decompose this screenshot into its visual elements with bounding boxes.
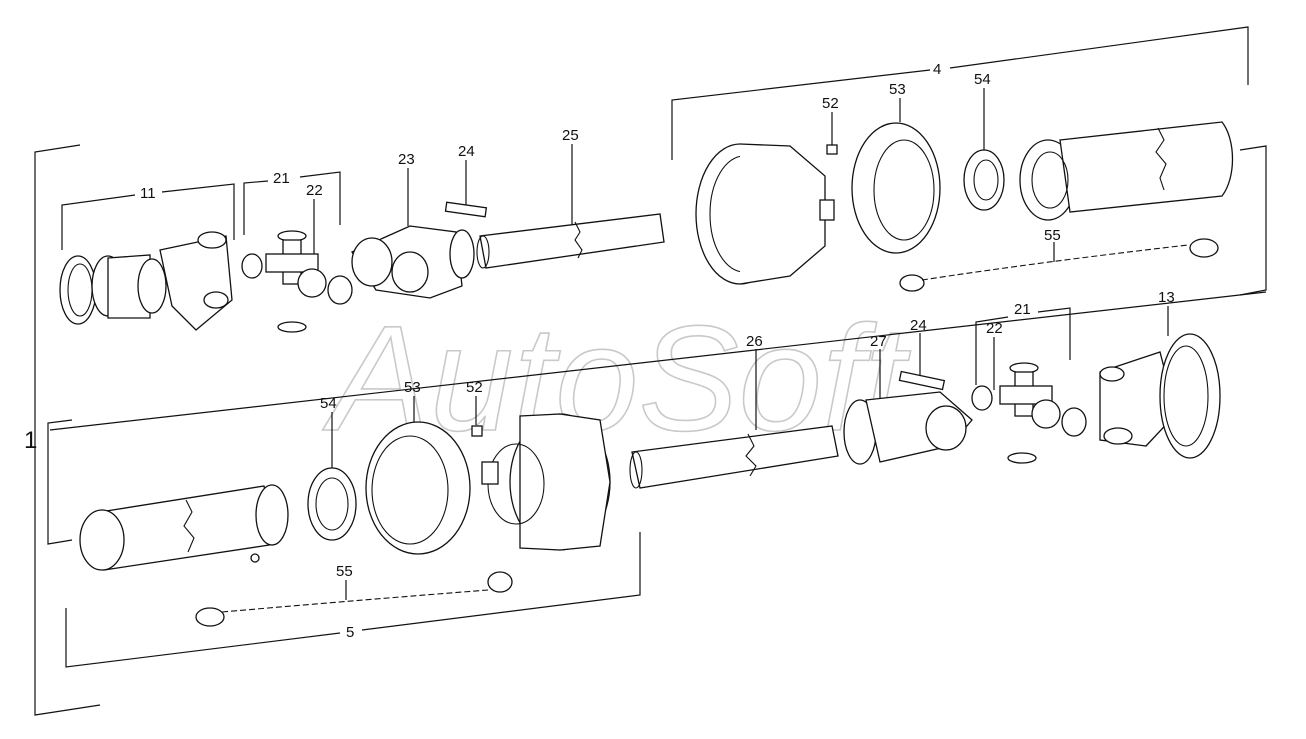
assembly-5-bracket [47,419,641,668]
label-53-top: 53 [889,81,906,98]
part-54-bearing-bottom [307,467,357,541]
callout-labels: 1 4 5 11 13 21 21 22 22 23 24 24 25 26 2… [24,61,1175,641]
part-27-yoke [843,391,973,465]
divider-line [49,291,1267,431]
label-52-bottom: 52 [466,379,483,396]
part-5-guard-cone [481,413,611,551]
part-24-pin-bottom [898,370,946,391]
label-22-top: 22 [306,182,323,199]
assembly-1-bracket [34,144,101,716]
part-53-ring-top [851,122,941,254]
part-52-screw-top [826,144,838,155]
part-54-bearing-top [963,149,1005,211]
assembly-4-bracket [671,26,1267,296]
leader-lines [313,88,1169,600]
label-22-bottom: 22 [986,320,1003,337]
label-26: 26 [746,333,763,350]
part-55-chain-top [899,238,1219,292]
part-21-cross-kit-bottom [971,362,1087,464]
label-13: 13 [1158,289,1175,306]
label-5: 5 [346,624,354,641]
part-53-ring-bottom [365,421,471,555]
part-21-top-bracket [243,171,341,235]
label-52-top: 52 [822,95,839,112]
label-11: 11 [140,185,156,202]
part-26-inner-tube [629,425,839,489]
label-54-top: 54 [974,71,991,88]
label-21-bottom: 21 [1014,301,1031,318]
part-11-bracket [61,183,235,250]
label-27: 27 [870,333,887,350]
label-54-bottom: 54 [320,395,337,412]
part-4-outer-tube [1019,121,1234,221]
label-21-top: 21 [273,170,290,187]
part-4-guard-cone [695,143,835,285]
part-24-pin-top [444,201,488,218]
label-55-top: 55 [1044,227,1061,244]
part-25-inner-tube [476,213,665,269]
label-23: 23 [398,151,415,168]
part-21-bottom-bracket [975,307,1071,385]
part-21-cross-kit-top [241,230,353,333]
part-13-yoke [1099,333,1221,459]
label-25: 25 [562,127,579,144]
part-11-yoke [59,231,233,331]
part-23-yoke [351,225,475,299]
label-24-top: 24 [458,143,475,160]
label-24-bottom: 24 [910,317,927,334]
label-55-bottom: 55 [336,563,353,580]
label-4: 4 [933,61,941,78]
label-1: 1 [24,427,37,454]
part-5-outer-tube [79,484,289,571]
part-55-chain-bottom [195,571,513,627]
label-53-bottom: 53 [404,379,421,396]
part-52-screw-bottom [471,425,483,437]
